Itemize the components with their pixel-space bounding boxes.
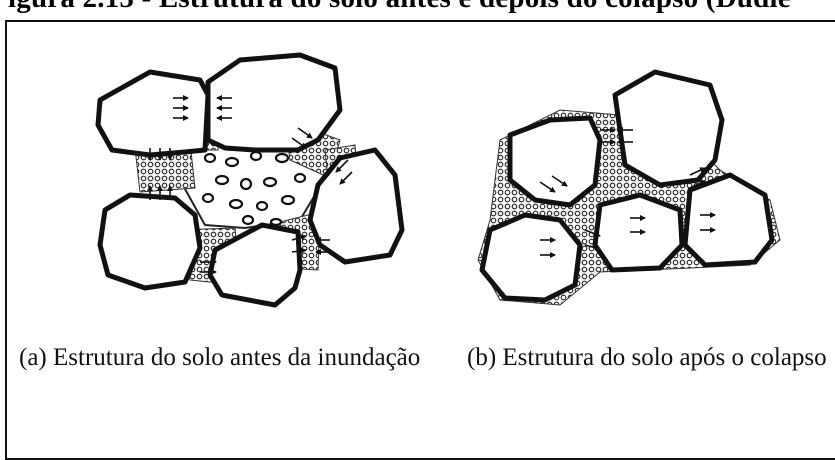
caption-panel-b: (b) Estrutura do solo após o colapso (467, 340, 835, 375)
grain-a5 (100, 195, 200, 288)
grain-a1 (98, 72, 208, 155)
grain-b2 (615, 72, 722, 185)
grain-a2 (208, 55, 340, 150)
panel-b-drawing (478, 72, 780, 305)
caption-panel-a: (a) Estrutura do solo antes da inundação (19, 340, 444, 375)
grain-b5 (482, 215, 580, 300)
panel-a-drawing (98, 55, 402, 305)
grain-b3 (685, 175, 772, 265)
